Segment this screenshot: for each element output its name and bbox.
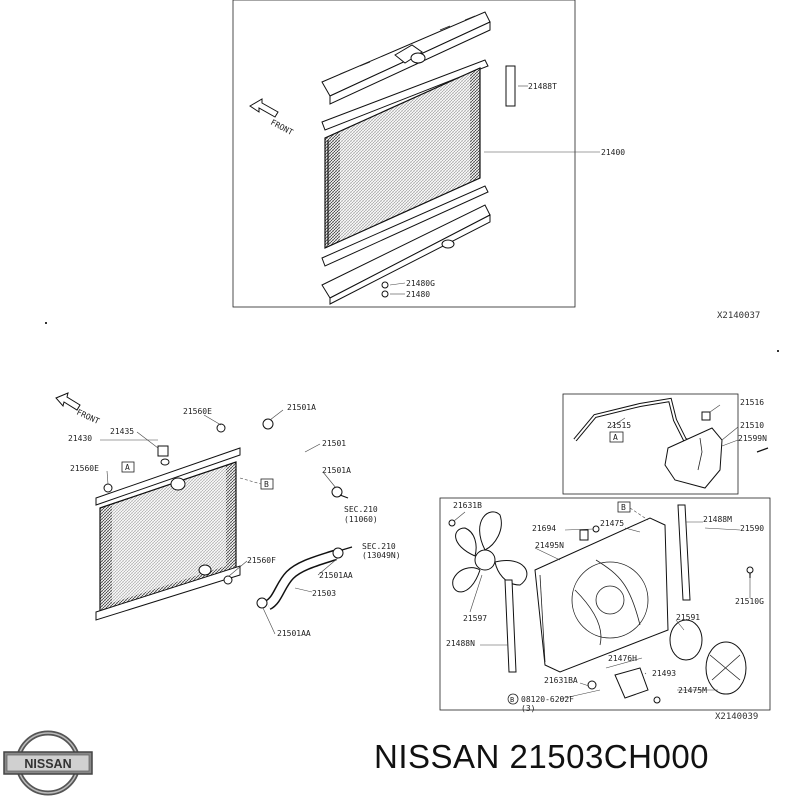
fan-frame	[439, 497, 771, 711]
label-21560e-b: 21560E	[70, 464, 99, 473]
label-21631ba: 21631BA	[544, 676, 578, 685]
seal-21488n	[504, 579, 517, 673]
bolt-b-icon	[507, 693, 519, 705]
svg-text:A: A	[125, 463, 130, 472]
ref-code-bottom: X2140039	[715, 712, 758, 722]
reservoir-hose-21515	[573, 397, 706, 447]
label-21493: 21493	[652, 669, 676, 678]
top-panel: FRONT	[232, 0, 760, 321]
bracket-21476h	[587, 680, 597, 690]
label-21591: 21591	[676, 613, 700, 622]
radiator-assembly	[95, 447, 241, 621]
logo-text: NISSAN	[24, 757, 71, 771]
svg-text:B: B	[264, 480, 269, 489]
svg-text:A: A	[613, 433, 618, 442]
label-21488t: 21488T	[528, 82, 557, 91]
lower-seal	[321, 185, 489, 267]
upper-seal	[321, 59, 489, 131]
mount-21560e-a	[216, 423, 226, 433]
mark-a-left	[121, 461, 135, 473]
label-21694: 21694	[532, 524, 556, 533]
mount-21560f	[223, 575, 233, 585]
reservoir-cap-21516	[701, 411, 711, 421]
radiator-upper-tank	[321, 11, 491, 105]
label-21503: 21503	[312, 589, 336, 598]
label-21400: 21400	[601, 148, 625, 157]
label-sec210-13049n-b: (13049N)	[362, 551, 401, 560]
reservoir-frame	[562, 393, 739, 495]
label-21488n: 21488N	[446, 639, 475, 648]
label-21590: 21590	[740, 524, 764, 533]
label-21495n: 21495N	[535, 541, 564, 550]
label-21501aa-b: 21501AA	[277, 629, 311, 638]
radiator-core	[324, 67, 481, 249]
mark-b-right	[617, 501, 631, 513]
label-sec210-13049n: SEC.210	[362, 542, 396, 551]
label-sec210-11060-b: (11060)	[344, 515, 378, 524]
label-bolt-08120: 08120-6202F	[521, 695, 574, 704]
clamp-21501aa-b	[256, 597, 268, 609]
label-sec210-11060: SEC.210	[344, 505, 378, 514]
label-21560e-a: 21560E	[183, 407, 212, 416]
label-21435: 21435	[110, 427, 134, 436]
label-21476h: 21476H	[608, 654, 637, 663]
label-21560f: 21560F	[247, 556, 276, 565]
front-arrow-icon	[249, 98, 279, 118]
label-21488m: 21488M	[703, 515, 732, 524]
brand-part-number: NISSAN 21503CH000	[374, 738, 710, 775]
label-21475: 21475	[600, 519, 624, 528]
label-21631b: 21631B	[453, 501, 482, 510]
svg-text:B: B	[621, 503, 626, 512]
reservoir-tank-21510	[664, 427, 723, 489]
harness-21631ba	[614, 667, 649, 699]
bolt-21510g	[746, 566, 754, 574]
label-21501a-b: 21501A	[322, 466, 351, 475]
top-panel-frame	[232, 0, 576, 308]
clamp-21501aa-a	[332, 547, 344, 559]
label-21430: 21430	[68, 434, 92, 443]
svg-text:B: B	[510, 696, 514, 704]
label-21501aa-a: 21501AA	[319, 571, 353, 580]
label-bolt-qty: (3)	[521, 704, 535, 713]
label-21510: 21510	[740, 421, 764, 430]
right-panel: A 21516 21510 21599N 21515	[439, 393, 771, 722]
label-21510g: 21510G	[735, 597, 764, 606]
label-21599n: 21599N	[738, 434, 767, 443]
label-21480: 21480	[406, 290, 430, 299]
label-21501a-a: 21501A	[287, 403, 316, 412]
label-21515: 21515	[607, 421, 631, 430]
front-label: FRONT	[269, 118, 295, 137]
front-label-left: FRONT	[75, 408, 101, 426]
radiator-lower-tank	[321, 204, 491, 305]
label-21475m: 21475M	[678, 686, 707, 695]
label-21597: 21597	[463, 614, 487, 623]
clamp-21501a-a	[262, 418, 274, 430]
fan-blade-21597	[452, 511, 528, 593]
mark-a-right	[609, 431, 624, 443]
nissan-logo: NISSAN	[3, 730, 93, 796]
front-arrow-icon-left	[55, 392, 81, 411]
label-21501: 21501	[322, 439, 346, 448]
clamp-21501a-b	[331, 486, 343, 498]
ref-code-top: X2140037	[717, 311, 760, 321]
mount-21560e-b	[103, 483, 113, 493]
label-21480g: 21480G	[406, 279, 435, 288]
fan-shroud-21475	[534, 517, 669, 673]
cap-21430	[157, 445, 169, 457]
seal-21488m	[677, 504, 691, 601]
left-panel: FRONT A B	[55, 392, 401, 638]
side-seal-21488t	[505, 65, 516, 107]
label-21516: 21516	[740, 398, 764, 407]
fan-motor-21591	[669, 619, 703, 661]
